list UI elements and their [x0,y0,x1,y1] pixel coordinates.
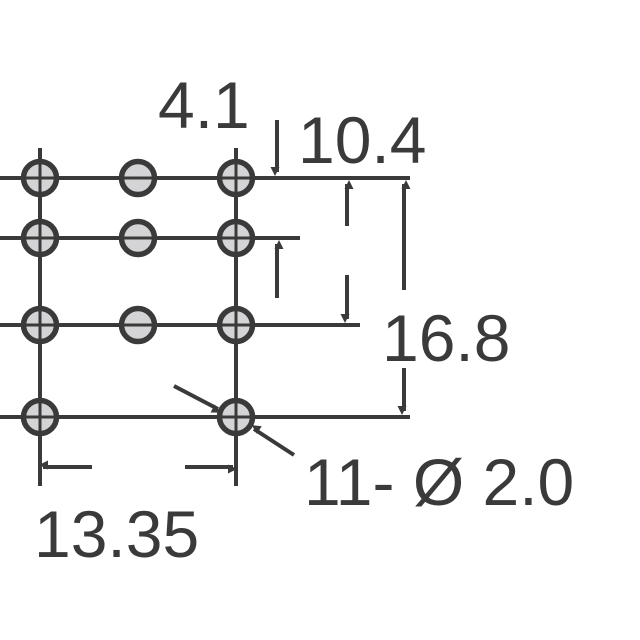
dimension-10-4: 10.4 [298,103,426,177]
dimension-4-1: 4.1 [158,68,250,142]
arrow-diameter-out [251,425,296,457]
arrow-diameter-in [173,384,221,413]
hole-spec-label: 11- Ø 2.0 [304,445,574,519]
dimension-13-35: 13.35 [34,497,199,571]
dimension-16-8: 16.8 [382,301,510,375]
holes [20,158,256,437]
